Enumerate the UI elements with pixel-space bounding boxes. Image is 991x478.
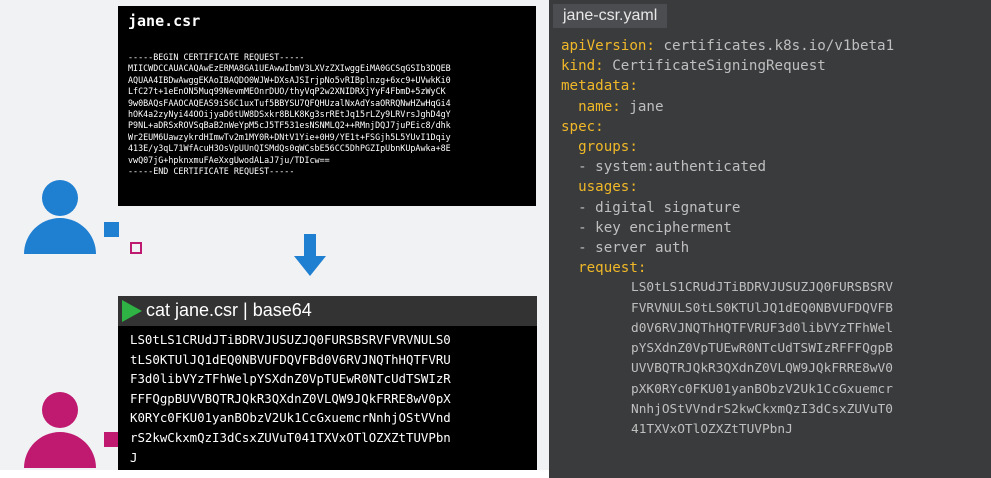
terminal-header: cat jane.csr | base64	[118, 296, 537, 326]
play-icon	[122, 300, 142, 322]
yaml-line: usages:	[561, 177, 894, 197]
yaml-line: request:	[561, 258, 894, 278]
user-icon-blue	[22, 180, 98, 254]
arrow-down-icon	[294, 234, 326, 276]
yaml-value: - key encipherment	[578, 219, 732, 236]
yaml-value: - server auth	[578, 239, 690, 256]
yaml-value: - digital signature	[578, 199, 741, 216]
csr-file-content: -----BEGIN CERTIFICATE REQUEST----- MIIC…	[128, 52, 451, 177]
csr-square-outline	[130, 242, 142, 254]
terminal-command: cat jane.csr | base64	[146, 300, 312, 320]
yaml-line: - key encipherment	[561, 218, 894, 238]
yaml-value: jane	[620, 98, 664, 115]
base64-terminal: cat jane.csr | base64 LS0tLS1CRUdJTiBDRV…	[118, 296, 537, 472]
yaml-line: spec:	[561, 117, 894, 137]
yaml-request-value: LS0tLS1CRUdJTiBDRVJUSUZJQ0FURSBSRV FVRVN…	[631, 280, 893, 438]
yaml-line: - system:authenticated	[561, 157, 894, 177]
yaml-file-tab[interactable]: jane-csr.yaml	[553, 4, 668, 28]
yaml-value: CertificateSigningRequest	[603, 58, 826, 75]
yaml-line: metadata:	[561, 76, 894, 96]
yaml-key: groups:	[578, 138, 638, 155]
bottom-strip	[0, 470, 549, 478]
yaml-line: - digital signature	[561, 198, 894, 218]
yaml-key: apiVersion:	[561, 38, 655, 54]
csr-file-panel: jane.csr -----BEGIN CERTIFICATE REQUEST-…	[118, 6, 536, 206]
yaml-key: kind:	[561, 58, 604, 75]
yaml-line: apiVersion: certificates.k8s.io/v1beta1	[561, 36, 894, 56]
yaml-key: spec:	[561, 118, 604, 135]
yaml-line: kind: CertificateSigningRequest	[561, 56, 894, 76]
user-icon-pink	[22, 392, 98, 468]
csr-file-title: jane.csr	[128, 12, 201, 30]
yaml-key: request:	[578, 260, 647, 277]
yaml-key: usages:	[578, 179, 638, 196]
key-square-blue	[104, 222, 119, 237]
terminal-output: LS0tLS1CRUdJTiBDRVJUSUZJQ0FURSBSRVFVRVNU…	[130, 332, 451, 465]
yaml-value: certificates.k8s.io/v1beta1	[654, 38, 895, 54]
yaml-line: - server auth	[561, 238, 894, 258]
yaml-line: name: jane	[561, 97, 894, 117]
yaml-key: name:	[578, 98, 621, 115]
key-square-pink	[104, 432, 119, 447]
yaml-value: - system:authenticated	[578, 159, 767, 176]
yaml-key: metadata:	[561, 78, 638, 95]
yaml-line: groups:	[561, 137, 894, 157]
yaml-editor-panel: jane-csr.yaml apiVersion: certificates.k…	[549, 0, 991, 478]
